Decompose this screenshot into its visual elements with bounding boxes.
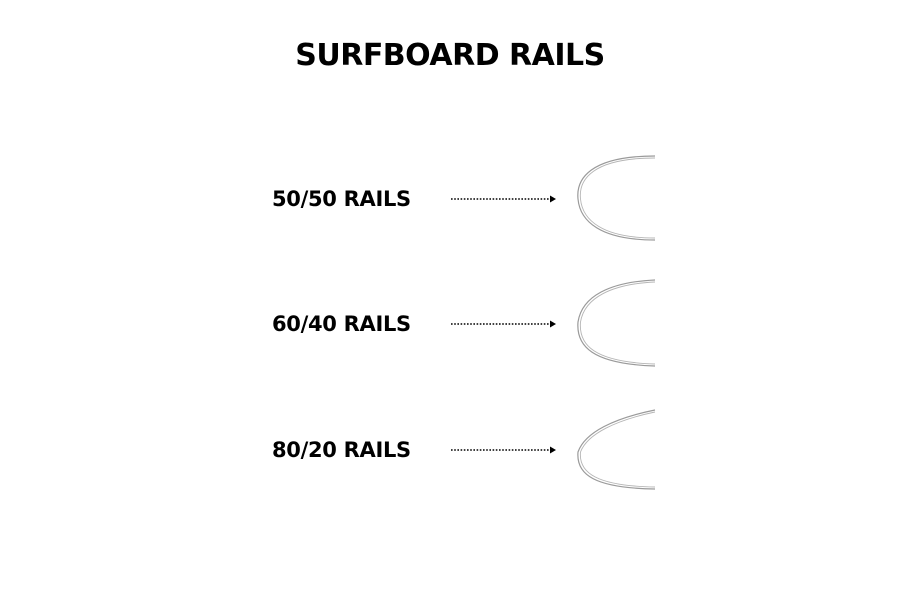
rail-profile-60-40: [577, 279, 656, 367]
rail-row-80-20: 80/20 RAILS: [0, 400, 900, 500]
rail-label: 80/20 RAILS: [272, 438, 411, 462]
rail-profile-50-50: [577, 155, 656, 241]
rail-profile-80-20: [577, 409, 656, 490]
dotted-arrow-right-icon: [451, 446, 556, 454]
diagram-title: SURFBOARD RAILS: [295, 38, 605, 73]
dotted-arrow-right-icon: [451, 320, 556, 328]
rail-row-60-40: 60/40 RAILS: [0, 274, 900, 374]
rail-row-50-50: 50/50 RAILS: [0, 149, 900, 249]
rail-label: 50/50 RAILS: [272, 187, 411, 211]
dotted-arrow-right-icon: [451, 195, 556, 203]
rail-label: 60/40 RAILS: [272, 312, 411, 336]
